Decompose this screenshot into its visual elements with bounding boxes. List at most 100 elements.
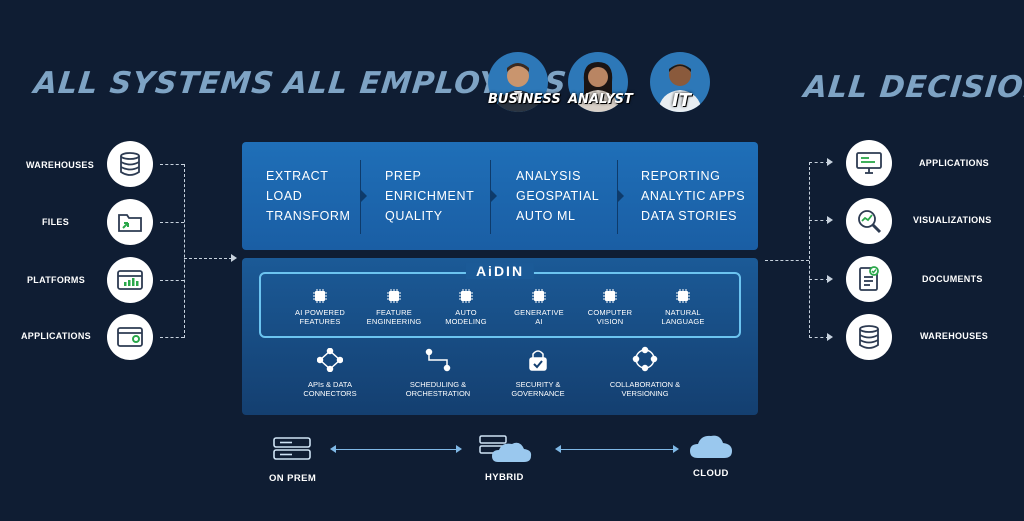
persona-tag-analyst: ANALYST [568, 92, 633, 107]
lock-check-icon [529, 350, 547, 371]
service-line: ORCHESTRATION [405, 389, 471, 398]
pipeline-divider [360, 160, 361, 234]
chip-icon [387, 289, 401, 303]
service-line: SCHEDULING & [409, 380, 467, 389]
feature-line: AI POWERED [295, 308, 345, 317]
connector-arrow [827, 333, 833, 341]
database-icon [107, 141, 153, 187]
feature-line: AI [535, 317, 543, 326]
service-line: CONNECTORS [303, 389, 357, 398]
heading-all-systems: ALL SYSTEMS [32, 66, 277, 101]
connector-line [160, 337, 184, 338]
pipeline-arrow [618, 190, 624, 202]
pipeline-item: ENRICHMENT [385, 189, 475, 203]
chip-icon [532, 289, 546, 303]
heading-all-decisions: ALL DECISIONS [802, 70, 1024, 105]
pipeline-item: QUALITY [385, 209, 443, 223]
feature-line: GENERATIVE [514, 308, 564, 317]
pipeline-item: ANALYTIC APPS [641, 189, 746, 203]
connector-line [160, 164, 184, 165]
pipeline-item: ANALYSIS [516, 169, 582, 183]
pipeline-arrow [361, 190, 367, 202]
output-label-applications: APPLICATIONS [919, 158, 989, 168]
connector-arrow [231, 254, 237, 262]
connector-line [184, 258, 232, 259]
connector-line [809, 220, 829, 221]
feature-line: ENGINEERING [366, 317, 422, 326]
arrow-right-icon [673, 445, 679, 453]
feature-auto-modeling: AUTO MODELING [431, 288, 501, 326]
arrow-left-icon [555, 445, 561, 453]
feature-line: MODELING [445, 317, 487, 326]
chip-icon [676, 289, 690, 303]
feature-line: FEATURE [376, 308, 412, 317]
connector-line [765, 260, 809, 261]
avatar-business [488, 52, 548, 112]
pipeline-item: REPORTING [641, 169, 721, 183]
feature-line: FEATURES [299, 317, 341, 326]
pipeline-panel: EXTRACT LOAD TRANSFORM PREP ENRICHMENT Q… [242, 142, 758, 250]
pipeline-item: TRANSFORM [266, 209, 351, 223]
source-label-warehouses: WAREHOUSES [26, 160, 95, 170]
arrow-right-icon [456, 445, 462, 453]
connector-line [160, 280, 184, 281]
feature-line: LANGUAGE [661, 317, 705, 326]
service-line: SECURITY & [515, 380, 561, 389]
source-label-platforms: PLATFORMS [27, 275, 86, 285]
server-cloud-icon [479, 435, 532, 462]
feature-engineering: FEATURE ENGINEERING [359, 288, 429, 326]
magnifier-chart-icon [846, 198, 892, 244]
cloud-icon [690, 435, 732, 458]
connector-line [160, 222, 184, 223]
service-collaboration: COLLABORATION & VERSIONING [597, 346, 693, 398]
connector-arrow [827, 216, 833, 224]
deployment-label-on-prem: ON PREM [269, 473, 317, 484]
document-check-icon [846, 256, 892, 302]
pipeline-item: EXTRACT [266, 169, 329, 183]
service-line: VERSIONING [621, 389, 669, 398]
avatar-analyst [568, 52, 628, 112]
service-security: SECURITY & GOVERNANCE [490, 348, 586, 398]
monitor-icon [846, 140, 892, 186]
connector-line [809, 279, 829, 280]
feature-line: AUTO [455, 308, 477, 317]
database-icon [846, 314, 892, 360]
pipeline-divider [617, 160, 618, 234]
pipeline-divider [490, 160, 491, 234]
pipeline-column-prep: PREP ENRICHMENT QUALITY [385, 166, 474, 226]
connector-line [809, 337, 829, 338]
feature-computer-vision: COMPUTER VISION [575, 288, 645, 326]
network-nodes-icon [317, 348, 343, 372]
deployment-connector [558, 449, 676, 450]
feature-natural-language: NATURAL LANGUAGE [648, 288, 718, 326]
deployment-connector [333, 449, 459, 450]
service-line: APIs & DATA [308, 380, 352, 389]
feature-line: VISION [596, 317, 624, 326]
service-scheduling: SCHEDULING & ORCHESTRATION [390, 348, 486, 398]
service-apis: APIs & DATA CONNECTORS [282, 348, 378, 398]
feature-line: NATURAL [665, 308, 701, 317]
service-line: GOVERNANCE [511, 389, 565, 398]
feature-line: COMPUTER [587, 308, 633, 317]
workflow-icon [425, 348, 451, 372]
pipeline-item: LOAD [266, 189, 303, 203]
pipeline-item: AUTO ML [516, 209, 576, 223]
pipeline-item: PREP [385, 169, 422, 183]
output-label-warehouses: WAREHOUSES [920, 331, 989, 341]
avatar-it [650, 52, 710, 112]
chip-icon [603, 289, 617, 303]
pipeline-column-etl: EXTRACT LOAD TRANSFORM [266, 166, 351, 226]
sync-cycle-icon [632, 346, 658, 372]
output-label-visualizations: VISUALIZATIONS [913, 215, 992, 225]
persona-tag-business: BUSINESS [488, 92, 561, 107]
persona-tag-it: IT [672, 90, 691, 111]
source-label-applications: APPLICATIONS [21, 331, 91, 341]
aidin-box: AiDIN AI POWERED FEATURES FEATURE ENGINE… [259, 263, 741, 338]
pipeline-item: DATA STORIES [641, 209, 738, 223]
platform-panel: AiDIN AI POWERED FEATURES FEATURE ENGINE… [242, 258, 758, 415]
pipeline-arrow [491, 190, 497, 202]
feature-ai-powered: AI POWERED FEATURES [285, 288, 355, 326]
chip-icon [313, 289, 327, 303]
pipeline-column-analysis: ANALYSIS GEOSPATIAL AUTO ML [516, 166, 599, 226]
output-label-documents: DOCUMENTS [922, 274, 983, 284]
